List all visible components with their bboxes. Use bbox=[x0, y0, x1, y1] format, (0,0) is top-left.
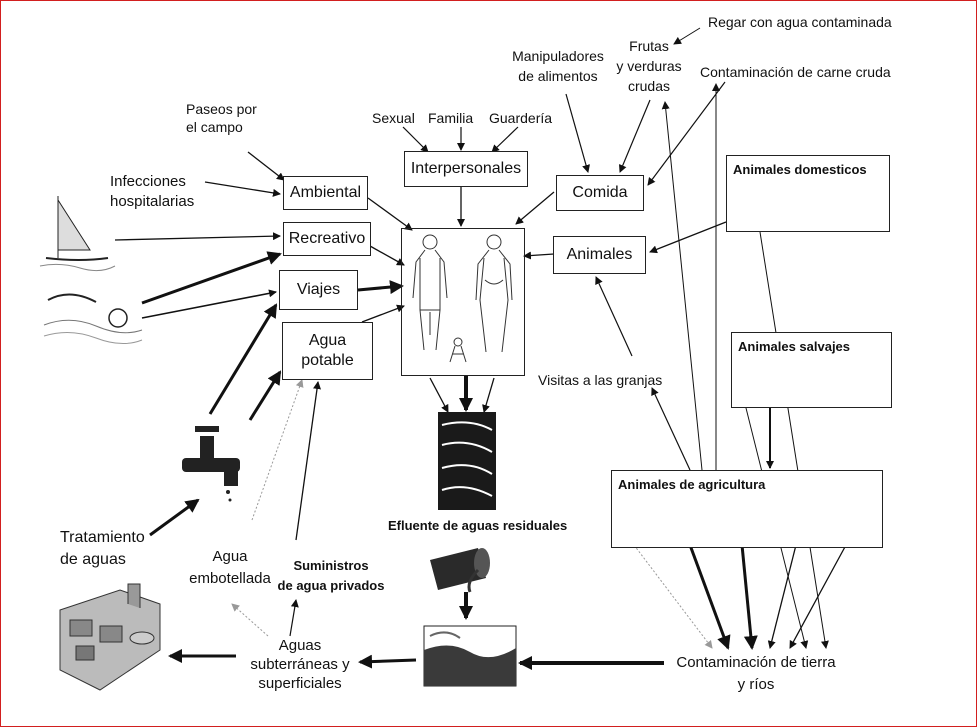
label-paseos-line2: el campo bbox=[186, 119, 243, 135]
arrow-swimmer-recreativo bbox=[141, 251, 282, 305]
arrow-agri-tierra-4 bbox=[767, 544, 797, 649]
label-regar: Regar con agua contaminada bbox=[708, 14, 892, 30]
swimmer-illustration bbox=[43, 293, 143, 344]
arrow-visitas-animales bbox=[595, 276, 633, 357]
panel-domesticos-title: Animales domesticos bbox=[733, 162, 867, 177]
label-visitas: Visitas a las granjas bbox=[538, 372, 663, 388]
effluent-illustration bbox=[438, 412, 496, 510]
arrow-plant-tap bbox=[149, 498, 200, 537]
label-frutas-line2: y verduras bbox=[616, 58, 682, 74]
label-embotellada-line1: Agua bbox=[212, 548, 248, 565]
arrow-tap-agua bbox=[248, 370, 282, 421]
label-infecciones: Infecciones hospitalarias bbox=[110, 172, 194, 212]
label-embotellada-line2: embotellada bbox=[189, 570, 271, 587]
panel-animales-agricultura: Animales de agricultura bbox=[611, 470, 883, 548]
pipe-illustration bbox=[430, 548, 490, 593]
node-interpersonales: Interpersonales bbox=[404, 151, 528, 187]
label-contaminacion-tierra: Contaminación de tierra y ríos bbox=[668, 652, 844, 696]
tap-illustration bbox=[182, 426, 240, 502]
label-paseos: Paseos por el campo bbox=[186, 100, 257, 136]
label-frutas-line1: Frutas bbox=[629, 38, 669, 54]
arrow-agri-tierra-3 bbox=[740, 544, 758, 650]
arrow-animales-human bbox=[523, 251, 555, 260]
label-aguas-line1: Aguas bbox=[278, 637, 322, 654]
node-animales: Animales bbox=[553, 236, 646, 274]
label-sexual: Sexual bbox=[372, 110, 415, 126]
node-comida: Comida bbox=[556, 175, 644, 211]
arrow-regar-frutas bbox=[673, 27, 701, 45]
node-agua-potable: Agua potable bbox=[282, 322, 373, 380]
node-viajes: Viajes bbox=[279, 270, 358, 310]
arrow-domesticos-animales bbox=[649, 221, 727, 254]
label-suministros-line1: Suministros bbox=[293, 558, 369, 573]
node-agua-potable-line2: potable bbox=[301, 352, 354, 369]
panel-animales-domesticos: Animales domesticos bbox=[726, 155, 890, 232]
arrow-suministros-agua bbox=[295, 381, 321, 541]
label-familia: Familia bbox=[428, 110, 474, 126]
arrow-agri-tierra-1 bbox=[633, 544, 713, 649]
arrow-guarderia bbox=[491, 126, 519, 153]
arrow-sexual bbox=[402, 126, 429, 153]
windsurfer-illustration bbox=[39, 196, 116, 272]
arrow-water-aguas bbox=[358, 654, 417, 669]
label-suministros: Suministros de agua privados bbox=[268, 556, 394, 596]
humans-illustration bbox=[412, 234, 513, 363]
arrow-agri-frutas bbox=[661, 101, 703, 471]
arrow-comida-human bbox=[515, 191, 555, 225]
label-carne: Contaminación de carne cruda bbox=[700, 64, 891, 80]
arrow-windsurf-recreativo bbox=[114, 232, 281, 241]
label-tierra-line1: Contaminación de tierra bbox=[676, 654, 836, 671]
node-ambiental: Ambiental bbox=[283, 176, 368, 210]
label-embotellada: Agua embotellada bbox=[182, 546, 278, 590]
arrow-infecciones-ambiental bbox=[204, 181, 281, 197]
label-manipuladores-line1: Manipuladores bbox=[512, 48, 604, 64]
arrow-human-efluente-3 bbox=[482, 377, 495, 413]
label-tratamiento-line1: Tratamiento bbox=[60, 529, 145, 546]
label-guarderia: Guardería bbox=[489, 110, 553, 126]
label-frutas-line3: crudas bbox=[627, 78, 671, 94]
label-tratamiento: Tratamiento de aguas bbox=[60, 527, 145, 571]
water-illustration bbox=[423, 625, 517, 687]
panel-agricultura-title: Animales de agricultura bbox=[618, 477, 766, 492]
treatment-plant-illustration bbox=[59, 583, 161, 691]
arrow-agua-human bbox=[361, 304, 405, 323]
arrow-carne-comida bbox=[647, 81, 726, 186]
label-manipuladores-line2: de alimentos bbox=[518, 68, 598, 84]
label-frutas: Frutas y verduras crudas bbox=[604, 36, 694, 96]
label-tratamiento-line2: de aguas bbox=[60, 551, 126, 568]
panel-salvajes-title: Animales salvajes bbox=[738, 339, 851, 354]
label-aguas-subterraneas: Aguas subterráneas y superficiales bbox=[238, 636, 362, 693]
panel-animales-salvajes: Animales salvajes bbox=[731, 332, 892, 408]
node-recreativo: Recreativo bbox=[283, 222, 371, 256]
arrow-embotellada-agua bbox=[251, 379, 304, 521]
arrow-aguas-embotellada bbox=[231, 603, 269, 637]
label-infecciones-line1: Infecciones bbox=[110, 173, 186, 190]
label-aguas-line3: superficiales bbox=[258, 675, 342, 692]
arrow-viajes-human bbox=[357, 280, 404, 295]
arrow-ambiental-human bbox=[367, 197, 413, 231]
label-manipuladores: Manipuladores de alimentos bbox=[506, 46, 610, 86]
arrow-tap-viajes bbox=[208, 303, 278, 415]
humans-box bbox=[401, 228, 525, 376]
arrow-frutas-comida bbox=[619, 99, 651, 173]
arrow-recreativo-human bbox=[369, 245, 405, 266]
arrow-domesticos-tierra bbox=[759, 231, 829, 649]
label-tierra-line2: y ríos bbox=[737, 676, 775, 693]
arrow-agri-visitas bbox=[651, 387, 691, 471]
label-aguas-line2: subterráneas y bbox=[250, 656, 350, 673]
arrow-swimmer-viajes bbox=[141, 289, 277, 319]
label-paseos-line1: Paseos por bbox=[186, 101, 257, 117]
label-efluente: Efluente de aguas residuales bbox=[388, 518, 568, 533]
label-suministros-line2: de agua privados bbox=[277, 578, 385, 593]
arrow-agri-tierra-2 bbox=[688, 544, 731, 650]
label-infecciones-line2: hospitalarias bbox=[110, 193, 195, 210]
arrow-manipuladores-comida bbox=[565, 93, 590, 173]
arrow-human-efluente-1 bbox=[429, 377, 449, 413]
node-agua-potable-line1: Agua bbox=[308, 332, 347, 349]
arrow-paseos-ambiental bbox=[247, 151, 285, 181]
arrow-aguas-suministros bbox=[289, 599, 299, 637]
